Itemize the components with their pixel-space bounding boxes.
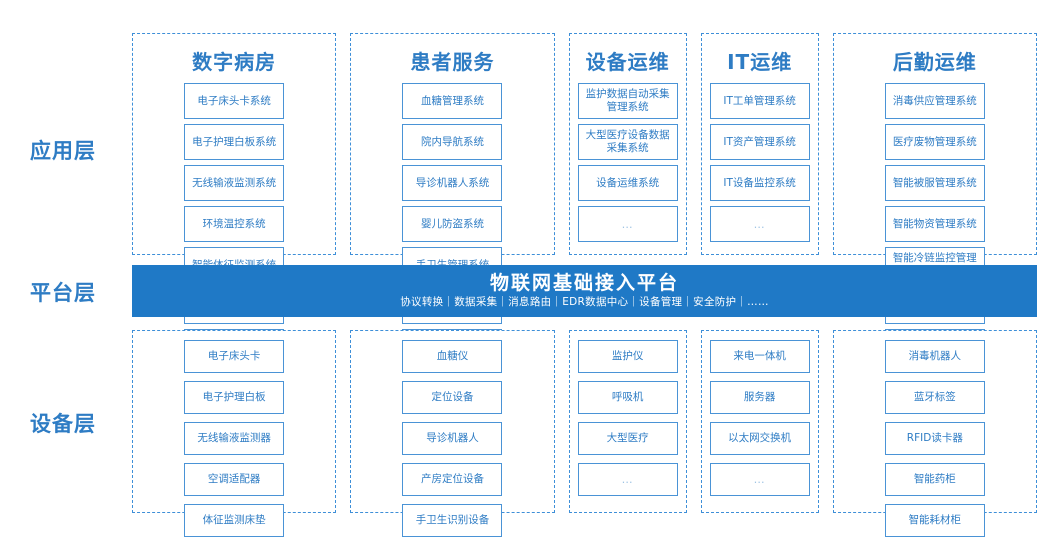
app-cell-ellipsis: …: [709, 206, 810, 242]
device-cell-ellipsis: …: [709, 463, 810, 496]
device-cell[interactable]: 蓝牙标签: [884, 381, 985, 414]
device-cell[interactable]: 电子护理白板: [184, 381, 285, 414]
platform-layer-banner: 物联网基础接入平台 协议转换｜数据采集｜消息路由｜EDR数据中心｜设备管理｜安全…: [132, 265, 1037, 317]
device-cell-list: 电子床头卡 电子护理白板 无线输液监测器 空调适配器 体征监测床垫 定位设备 I…: [141, 340, 327, 539]
app-cell[interactable]: 设备运维系统: [577, 165, 678, 201]
device-cell[interactable]: 产房定位设备: [402, 463, 503, 496]
device-cell[interactable]: 消毒机器人: [884, 340, 985, 373]
device-cell[interactable]: 监护仪: [577, 340, 678, 373]
app-cell[interactable]: 电子护理白板系统: [184, 124, 285, 160]
layer-label-device: 设备层: [30, 412, 96, 436]
device-group-equipment-om: 监护仪 呼吸机 大型医疗 …: [568, 330, 687, 513]
device-cell[interactable]: 空调适配器: [184, 463, 285, 496]
app-cell-list: 监护数据自动采集管理系统 大型医疗设备数据采集系统 设备运维系统 …: [577, 83, 678, 242]
app-cell-ellipsis: …: [577, 206, 678, 242]
app-group-patient-service: 患者服务 血糖管理系统 院内导航系统 导诊机器人系统 婴儿防盗系统 手卫生管理系…: [350, 33, 555, 406]
layer-label-platform: 平台层: [30, 281, 96, 305]
device-cell[interactable]: 无线输液监测器: [184, 422, 285, 455]
app-group-title: 设备运维: [585, 50, 670, 74]
app-group-title: 患者服务: [410, 50, 495, 74]
device-cell[interactable]: 体征监测床垫: [184, 504, 285, 537]
app-cell-list: IT工单管理系统 IT资产管理系统 IT设备监控系统 …: [709, 83, 810, 242]
device-group-logistics-om: 消毒机器人 蓝牙标签 RFID读卡器 智能药柜 智能耗材柜 温湿度传感器 能耗传…: [832, 330, 1037, 537]
device-cell-list: 血糖仪 定位设备 导诊机器人 产房定位设备 手卫生识别设备 共享陪护床 共享按摩…: [359, 340, 545, 539]
app-cell[interactable]: 大型医疗设备数据采集系统: [577, 124, 678, 160]
device-cell[interactable]: 定位设备: [402, 381, 503, 414]
app-cell[interactable]: IT工单管理系统: [709, 83, 810, 119]
app-cell[interactable]: 电子床头卡系统: [184, 83, 285, 119]
platform-subtitle: 协议转换｜数据采集｜消息路由｜EDR数据中心｜设备管理｜安全防护｜……: [400, 296, 769, 309]
device-layer: 电子床头卡 电子护理白板 无线输液监测器 空调适配器 体征监测床垫 定位设备 I…: [132, 330, 1037, 537]
app-cell[interactable]: 导诊机器人系统: [402, 165, 503, 201]
app-group-title: IT运维: [727, 50, 793, 74]
app-group-digital-ward: 数字病房 电子床头卡系统 电子护理白板系统 无线输液监测系统 环境温控系统 智能…: [132, 33, 337, 406]
app-group-equipment-om: 设备运维 监护数据自动采集管理系统 大型医疗设备数据采集系统 设备运维系统 …: [568, 33, 687, 255]
app-cell[interactable]: 消毒供应管理系统: [884, 83, 985, 119]
app-group-logistics-om: 后勤运维 消毒供应管理系统 医疗废物管理系统 智能被服管理系统 智能物资管理系统…: [832, 33, 1037, 406]
device-cell[interactable]: 电子床头卡: [184, 340, 285, 373]
app-cell[interactable]: 血糖管理系统: [402, 83, 503, 119]
device-cell[interactable]: 大型医疗: [577, 422, 678, 455]
app-cell[interactable]: IT资产管理系统: [709, 124, 810, 160]
app-group-it-om: IT运维 IT工单管理系统 IT资产管理系统 IT设备监控系统 …: [700, 33, 819, 255]
device-cell-ellipsis: …: [577, 463, 678, 496]
app-cell[interactable]: 院内导航系统: [402, 124, 503, 160]
app-cell[interactable]: 监护数据自动采集管理系统: [577, 83, 678, 119]
device-cell[interactable]: 血糖仪: [402, 340, 503, 373]
app-group-title: 数字病房: [192, 50, 277, 74]
app-cell[interactable]: 环境温控系统: [184, 206, 285, 242]
platform-title: 物联网基础接入平台: [489, 272, 679, 295]
app-cell[interactable]: 婴儿防盗系统: [402, 206, 503, 242]
device-cell[interactable]: 呼吸机: [577, 381, 678, 414]
device-cell-list: 来电一体机 服务器 以太网交换机 …: [709, 340, 810, 496]
device-cell[interactable]: 智能耗材柜: [884, 504, 985, 537]
device-cell-list: 消毒机器人 蓝牙标签 RFID读卡器 智能药柜 智能耗材柜 温湿度传感器 能耗传…: [842, 340, 1028, 539]
device-cell-list: 监护仪 呼吸机 大型医疗 …: [577, 340, 678, 496]
device-cell[interactable]: 手卫生识别设备: [402, 504, 503, 537]
device-cell[interactable]: 服务器: [709, 381, 810, 414]
device-group-digital-ward: 电子床头卡 电子护理白板 无线输液监测器 空调适配器 体征监测床垫 定位设备 I…: [132, 330, 337, 537]
app-cell[interactable]: 智能物资管理系统: [884, 206, 985, 242]
device-cell[interactable]: RFID读卡器: [884, 422, 985, 455]
application-layer: 数字病房 电子床头卡系统 电子护理白板系统 无线输液监测系统 环境温控系统 智能…: [132, 33, 1037, 406]
app-cell[interactable]: 医疗废物管理系统: [884, 124, 985, 160]
app-cell[interactable]: IT设备监控系统: [709, 165, 810, 201]
app-cell[interactable]: 智能被服管理系统: [884, 165, 985, 201]
app-cell[interactable]: 无线输液监测系统: [184, 165, 285, 201]
device-group-it-om: 来电一体机 服务器 以太网交换机 …: [700, 330, 819, 513]
device-cell[interactable]: 来电一体机: [709, 340, 810, 373]
layer-label-application: 应用层: [30, 139, 96, 163]
device-cell[interactable]: 智能药柜: [884, 463, 985, 496]
device-cell[interactable]: 导诊机器人: [402, 422, 503, 455]
device-group-patient-service: 血糖仪 定位设备 导诊机器人 产房定位设备 手卫生识别设备 共享陪护床 共享按摩…: [350, 330, 555, 537]
device-cell[interactable]: 以太网交换机: [709, 422, 810, 455]
app-group-title: 后勤运维: [892, 50, 977, 74]
